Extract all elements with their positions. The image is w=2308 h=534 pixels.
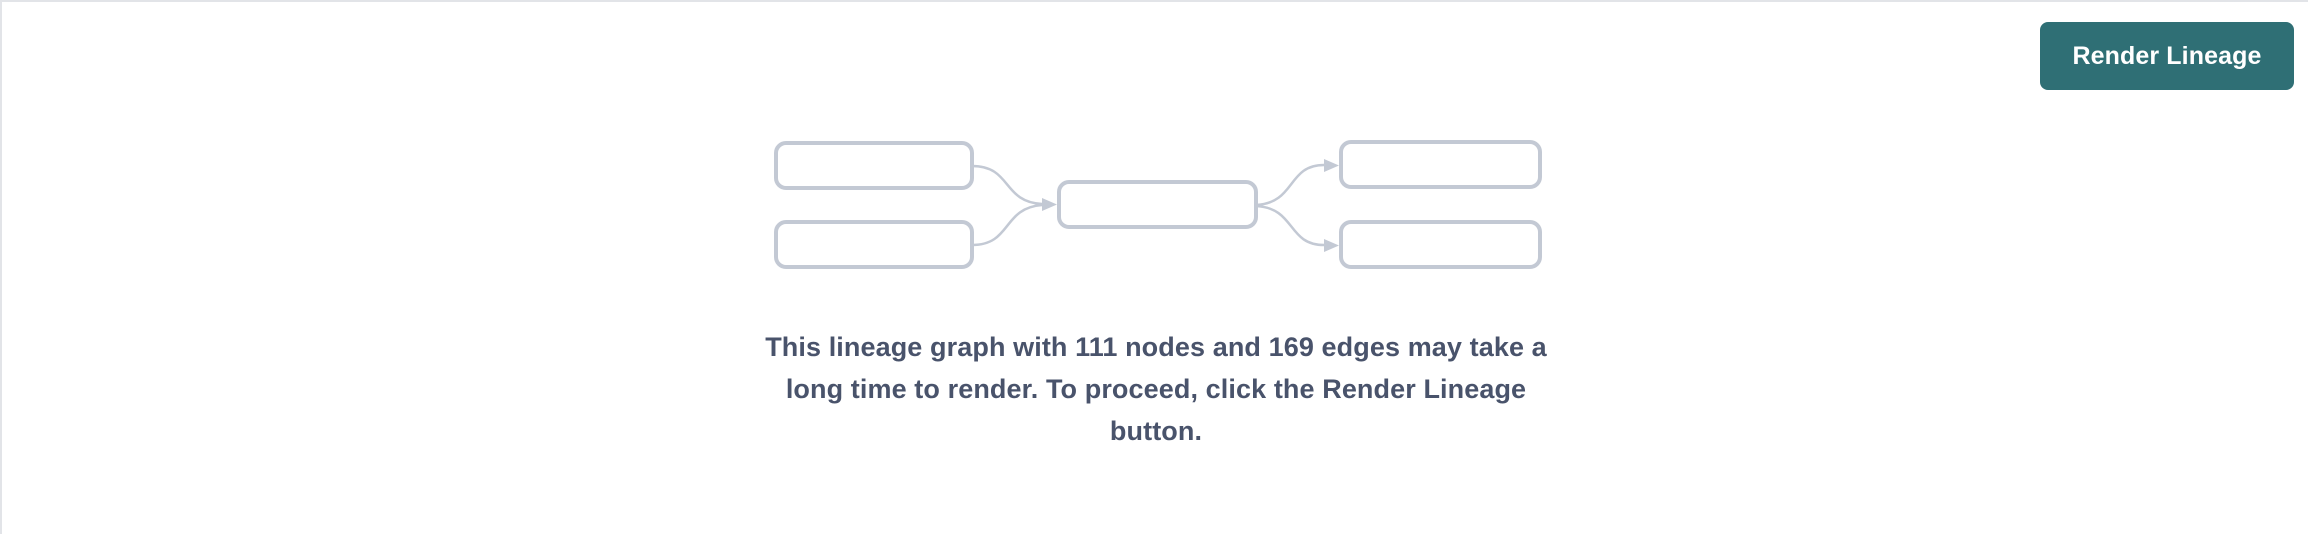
graph-node-left-top [774,141,974,190]
edge-center-to-right-bottom [1255,204,1325,247]
graph-node-right-top [1339,140,1542,189]
edge-left-bottom-to-center [971,203,1043,247]
edge-arrowhead-left-top [1042,198,1057,211]
graph-node-left-bottom [774,220,974,269]
lineage-warning-message: This lineage graph with 111 nodes and 16… [765,332,1547,446]
edge-arrowhead-right-bottom [1324,239,1339,252]
edge-center-to-right-top [1255,163,1325,207]
action-bar: Render Lineage [2,2,2308,112]
edge-arrowhead-right-top [1324,159,1339,172]
render-lineage-button[interactable]: Render Lineage [2040,22,2294,90]
edge-left-top-to-center [971,164,1043,206]
graph-node-center [1057,180,1258,229]
graph-node-right-bottom [1339,220,1542,269]
